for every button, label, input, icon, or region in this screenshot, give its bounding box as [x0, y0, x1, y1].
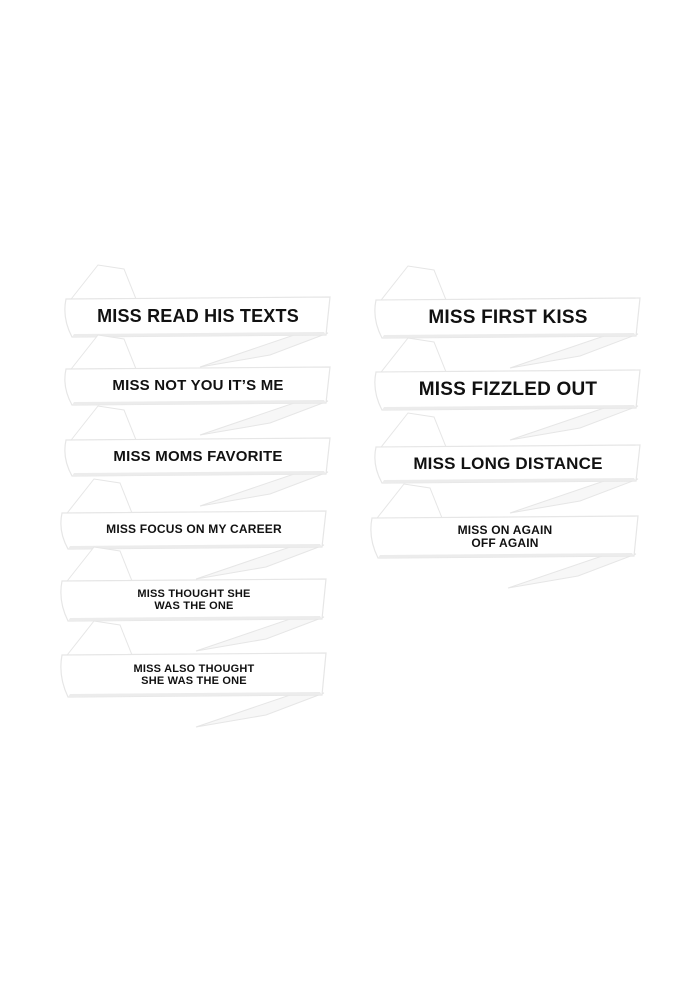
sash-band [60, 578, 327, 622]
sash-band [64, 437, 331, 477]
sash-label: MISS FOCUS ON MY CAREER [106, 522, 282, 537]
sash-band-shadow [382, 405, 636, 410]
sash-band-shadow [68, 692, 322, 697]
sash-moms-favorite: MISS MOMS FAVORITE [62, 405, 331, 510]
sash-read-his-texts: MISS READ HIS TEXTS [62, 264, 331, 371]
sash-band-shadow [72, 400, 326, 405]
sash-first-kiss: MISS FIRST KISS [372, 265, 641, 372]
sash-lower-tail [195, 692, 325, 728]
sash-ribbon-shape [374, 412, 641, 514]
sash-band [370, 515, 639, 559]
sash-thought-she-was-the-one: MISS THOUGHT SHE WAS THE ONE [58, 546, 327, 655]
sash-ribbon-shape [374, 337, 641, 441]
sash-ribbon-shape [64, 334, 331, 436]
sash-long-distance: MISS LONG DISTANCE [372, 412, 641, 517]
sash-also-thought-she-was-the-one: MISS ALSO THOUGHT SHE WAS THE ONE [58, 620, 327, 731]
sash-label: MISS ON AGAIN OFF AGAIN [457, 522, 553, 550]
sash-lower-tail [509, 478, 639, 514]
sash-lower-tail [509, 405, 639, 441]
sash-ribbon-shape [60, 546, 327, 652]
sash-band [374, 297, 641, 339]
sash-lower-tail [195, 616, 325, 652]
sash-lower-tail [509, 333, 639, 369]
sash-focus-on-my-career: MISS FOCUS ON MY CAREER [58, 478, 327, 583]
sash-band-shadow [72, 332, 326, 337]
sash-band [60, 510, 327, 550]
sash-band [374, 444, 641, 484]
sash-lower-tail [199, 332, 329, 368]
sash-lower-tail [195, 544, 325, 580]
sash-ribbon-shape [60, 620, 327, 728]
sash-lower-tail [199, 471, 329, 507]
sash-lower-tail [199, 400, 329, 436]
sash-fizzled-out: MISS FIZZLED OUT [372, 337, 641, 444]
sash-label: MISS LONG DISTANCE [413, 453, 603, 473]
sash-not-you-its-me: MISS NOT YOU IT’S ME [62, 334, 331, 439]
sash-label: MISS MOMS FAVORITE [113, 447, 283, 465]
sash-band-shadow [378, 553, 634, 558]
sash-band [374, 369, 641, 411]
sash-label: MISS ALSO THOUGHT SHE WAS THE ONE [133, 662, 255, 687]
sash-band-shadow [68, 544, 322, 549]
sash-label: MISS FIZZLED OUT [418, 378, 598, 400]
sash-ribbon-shape [60, 478, 327, 580]
sash-ribbon-shape [370, 483, 639, 589]
sash-label: MISS NOT YOU IT’S ME [112, 376, 284, 394]
sash-lower-tail [507, 553, 637, 589]
sash-band-shadow [382, 478, 636, 483]
sash-on-again-off-again: MISS ON AGAIN OFF AGAIN [368, 483, 639, 592]
sash-label: MISS FIRST KISS [428, 306, 588, 328]
sash-ribbon-shape [64, 405, 331, 507]
sash-label: MISS THOUGHT SHE WAS THE ONE [137, 587, 251, 612]
sash-ribbon-shape [64, 264, 331, 368]
sash-ribbon-shape [374, 265, 641, 369]
sash-band-shadow [72, 471, 326, 476]
sash-band [64, 296, 331, 338]
sash-band-shadow [68, 616, 322, 621]
sash-band-shadow [382, 333, 636, 338]
sash-label: MISS READ HIS TEXTS [97, 306, 299, 327]
sash-band [64, 366, 331, 406]
sash-band [60, 652, 327, 698]
